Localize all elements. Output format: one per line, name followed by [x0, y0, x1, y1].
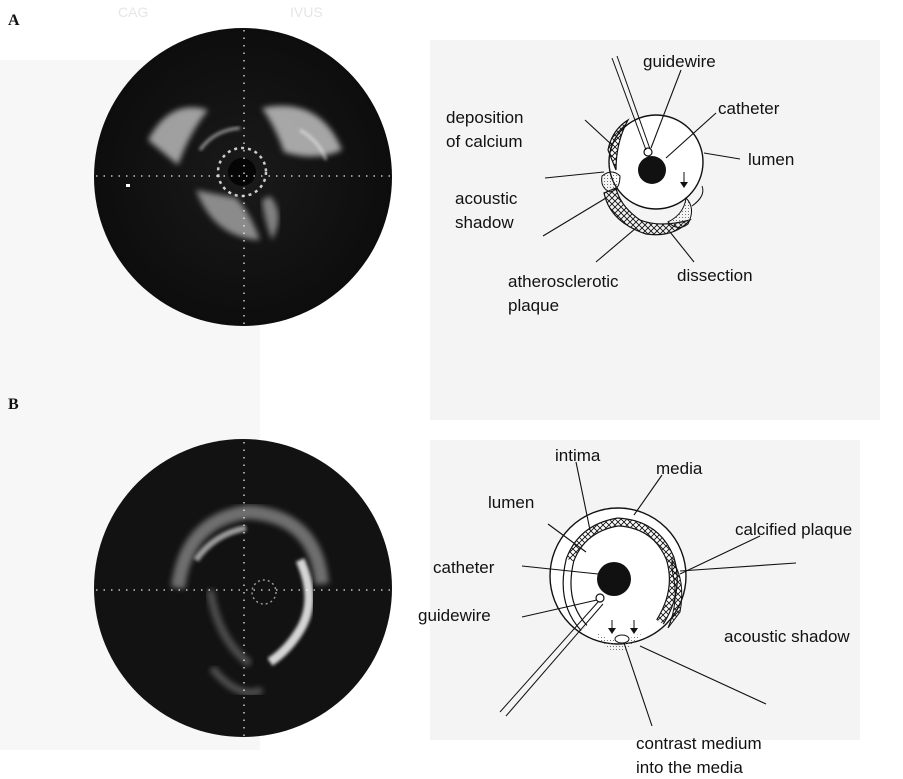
label-contrast-line2: into the media: [636, 758, 743, 777]
label-plaque-line2: plaque: [508, 296, 559, 315]
label-guidewire-a: guidewire: [643, 52, 716, 71]
label-calcified-plaque: calcified plaque: [735, 520, 852, 539]
catheter-b: [597, 562, 631, 596]
label-dissection: dissection: [677, 266, 753, 285]
label-intima: intima: [555, 446, 601, 465]
label-plaque-line1: atherosclerotic: [508, 272, 619, 291]
guidewire-dot-b: [596, 594, 604, 602]
schematic-b: intima media lumen calcified plaque cath…: [418, 446, 852, 777]
contrast-pocket: [615, 635, 629, 643]
label-lumen-b: lumen: [488, 493, 534, 512]
ivus-image-b: [94, 439, 392, 737]
label-deposition-line1: deposition: [446, 108, 524, 127]
schematic-a: guidewire catheter lumen deposition of c…: [446, 52, 794, 315]
label-lumen-a: lumen: [748, 150, 794, 169]
label-contrast-line1: contrast medium: [636, 734, 762, 753]
ivus-image-a: [94, 28, 392, 326]
label-catheter-b: catheter: [433, 558, 495, 577]
label-media: media: [656, 459, 703, 478]
label-catheter-a: catheter: [718, 99, 780, 118]
label-deposition-line2: of calcium: [446, 132, 523, 151]
label-acoustic-shadow-b: acoustic shadow: [724, 627, 850, 646]
label-shadow-a-line1: acoustic: [455, 189, 518, 208]
label-shadow-a-line2: shadow: [455, 213, 514, 232]
catheter-a: [638, 156, 666, 184]
label-guidewire-b: guidewire: [418, 606, 491, 625]
